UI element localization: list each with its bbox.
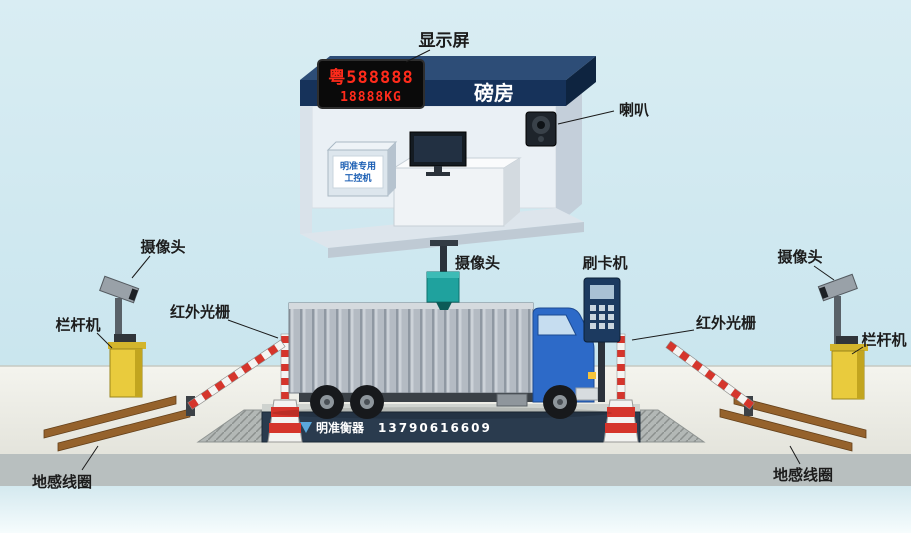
- weigh-house-label: 磅房: [474, 81, 514, 105]
- ceiling-camera-label: 摄像头: [455, 254, 500, 272]
- card-reader-screen: [590, 285, 614, 299]
- coil-left-leader: [81, 445, 99, 471]
- card-reader-label: 刷卡机: [582, 254, 627, 272]
- barrier-left-label: 栏杆机: [55, 316, 100, 334]
- barrier-left-leader: [96, 332, 113, 349]
- card-reader-keypad: [590, 305, 614, 329]
- barrier-machine-left: [108, 334, 146, 398]
- grating-left-leader: [227, 319, 279, 339]
- camera-left-label: 摄像头: [140, 238, 185, 256]
- truck: [272, 302, 612, 419]
- display-screen-label: 显示屏: [419, 31, 470, 51]
- foreground-strip: [0, 486, 911, 533]
- barrier-arm-left: [186, 339, 286, 416]
- house-left-edge: [300, 106, 312, 234]
- truck-wheels: [310, 385, 577, 419]
- ground-coil-left: [43, 395, 191, 452]
- speaker-leader: [557, 110, 615, 125]
- weighbridge-phone: 13790616609: [378, 421, 492, 435]
- brand-logo-icon: [300, 422, 312, 433]
- truck-windshield: [537, 314, 577, 336]
- truck-chassis: [299, 393, 553, 402]
- grating-right-label: 红外光栅: [696, 314, 756, 332]
- camera-right-label: 摄像头: [777, 248, 822, 266]
- coil-right-label: 地感线圈: [773, 466, 833, 484]
- pc-label-line1: 明准专用: [340, 160, 376, 172]
- desk: [392, 131, 522, 227]
- truck-headlight: [588, 372, 596, 379]
- ceiling-camera-lens: [436, 302, 452, 310]
- speaker-label: 喇叭: [619, 101, 649, 119]
- house-right-wall: [556, 88, 582, 226]
- grating-left-label: 红外光栅: [170, 303, 230, 321]
- camera-left-leader: [131, 255, 151, 279]
- infrared-grating-left: [267, 333, 303, 443]
- display-screen-leader: [405, 49, 431, 63]
- roof-side: [566, 56, 596, 106]
- camera-left: [99, 275, 140, 352]
- pc-label-line2: 工控机: [344, 172, 371, 184]
- barrier-machine-right: [830, 336, 868, 400]
- barrier-right-label: 栏杆机: [861, 331, 906, 349]
- scale-deck: [262, 404, 640, 413]
- camera-right-leader: [813, 265, 835, 281]
- grating-right-leader: [631, 329, 695, 341]
- led-display: 粤588888 18888KG: [317, 59, 425, 109]
- barrier-arm-right: [665, 340, 755, 416]
- led-line2: 18888KG: [340, 90, 402, 105]
- camera-right: [817, 273, 858, 352]
- infrared-grating-right: [603, 333, 639, 443]
- ground-coil-right: [719, 395, 867, 452]
- barrier-right-leader: [851, 346, 864, 355]
- led-line1: 粤588888: [328, 67, 413, 88]
- ceiling-camera: [426, 240, 460, 310]
- speaker: [525, 111, 557, 147]
- truck-fuel-tank: [496, 393, 528, 407]
- industrial-pc: 明准专用 工控机: [326, 141, 398, 197]
- card-reader: [583, 277, 621, 402]
- road-curb: [0, 454, 911, 486]
- coil-left-label: 地感线圈: [32, 473, 92, 491]
- coil-right-leader: [789, 445, 801, 465]
- truck-container: [288, 302, 534, 394]
- truck-bumper: [575, 387, 599, 401]
- weighbridge-brand: 明准衡器: [316, 420, 365, 435]
